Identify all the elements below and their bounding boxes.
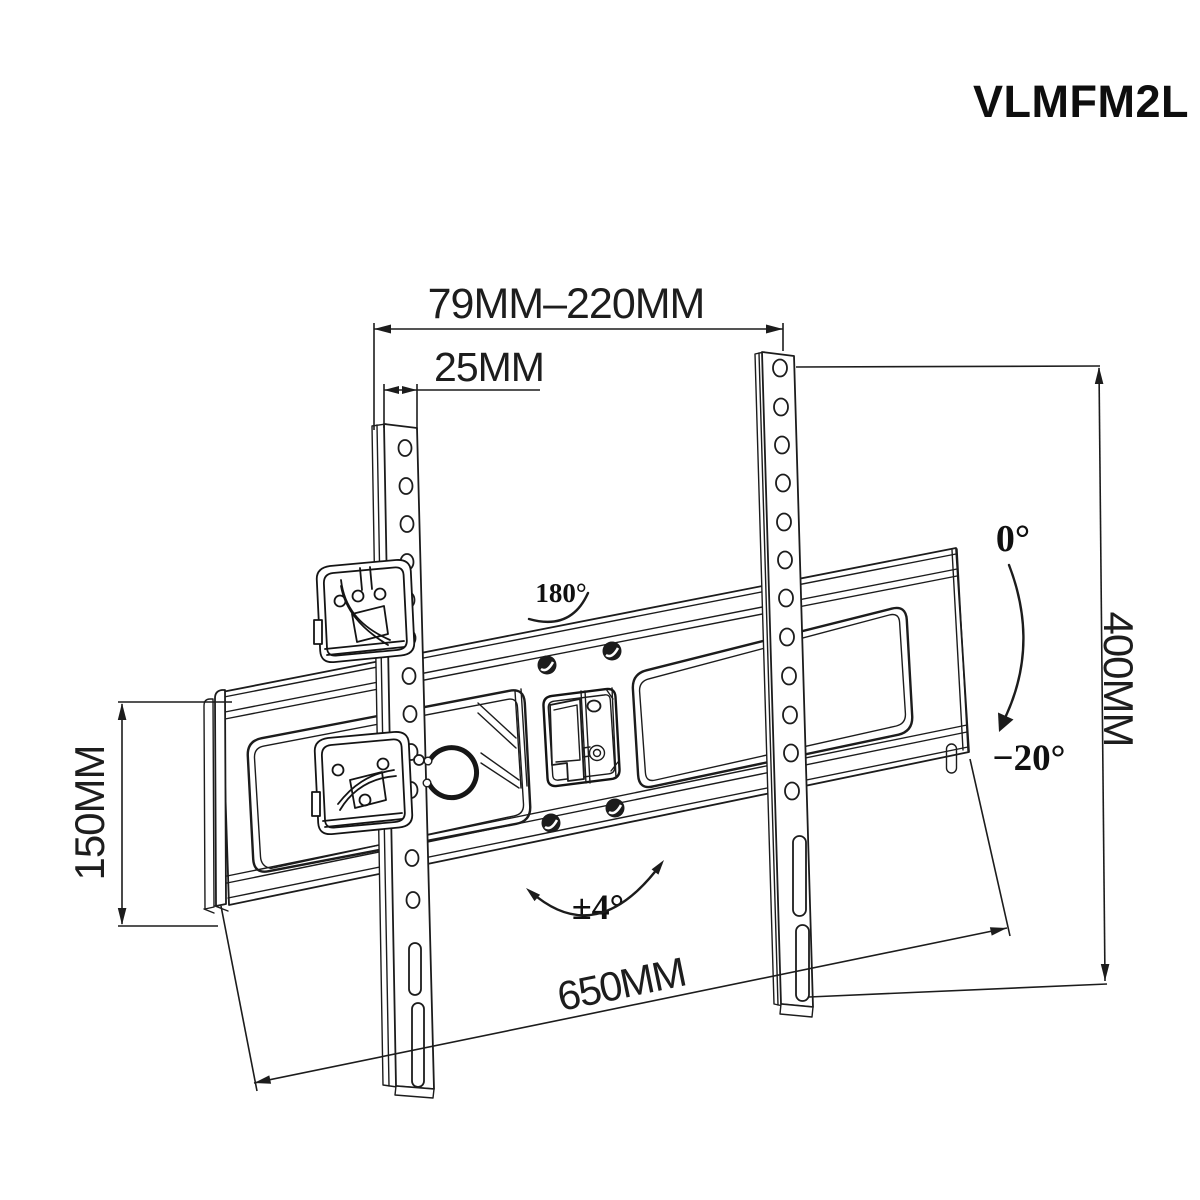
plate-screws (537, 641, 625, 833)
cable-ring-pin (413, 754, 425, 766)
plate-screw (602, 641, 622, 661)
pivot-bracket-upper (313, 559, 416, 664)
left-rail-holes (397, 439, 421, 909)
right-rail-side-edge (758, 352, 779, 1006)
tilt-arc (1000, 563, 1025, 726)
left-rail-slots (408, 942, 425, 1088)
arm-linkage-lines (477, 688, 528, 789)
tilt-lock-mechanism (542, 687, 621, 788)
right-rail-slots (792, 835, 810, 1002)
tilt-lock-divider (580, 690, 591, 784)
level-arc (529, 862, 663, 917)
pivot-bracket-lower (311, 731, 414, 836)
left-rail-bottom-cap (394, 1085, 435, 1099)
plate-right-end-cap (951, 549, 964, 751)
level-arc-arrow-left (526, 888, 541, 902)
plate-right-end-cap-edge (956, 548, 969, 752)
plate-bottom-bend-line (226, 731, 968, 884)
plate-screw (537, 655, 557, 675)
plate-screw (541, 813, 561, 833)
tilt-lock-bolt (588, 744, 606, 762)
cable-management-ring (413, 745, 480, 801)
tilt-lock-bolt-shaft (582, 746, 591, 758)
plate-screw (605, 798, 625, 818)
angle-level-adjust: ±4° (526, 860, 664, 927)
pivot-bracket-lower-tab (311, 791, 321, 817)
model-number-title: VLMFM2L (973, 76, 1189, 127)
angle-tilt: 0° −20° (993, 518, 1066, 779)
plate-left-end-cap-front (214, 689, 227, 907)
pivot-bracket-upper-tab (313, 619, 323, 645)
tilt-arc-arrow (998, 712, 1014, 732)
dim-rail-width: 25MM (383, 344, 545, 430)
dim-label-rail-width: 25MM (434, 344, 544, 390)
plate-left-end-cap-foot (203, 908, 215, 914)
dim-extension-depth: 79MM–220MM (373, 280, 784, 430)
angle-swivel: 180° (527, 578, 590, 624)
plate-window-right (631, 606, 914, 789)
dim-label-vesa-height: 400MM (1095, 611, 1142, 746)
angle-label-tilt-down: −20° (993, 738, 1066, 779)
dim-label-plate-height: 150MM (66, 745, 113, 880)
level-arc-arrow-right (651, 860, 664, 875)
plate-bottom-flange-line (227, 746, 969, 899)
tilt-lock-bolt-center (592, 748, 602, 758)
tilt-lock-roller (586, 699, 602, 713)
dim-plate-height: 150MM (66, 701, 232, 927)
plate-top-bend-line-2 (224, 575, 958, 720)
tilt-lock-panel-notches (605, 687, 619, 779)
angle-label-tilt-up: 0° (996, 518, 1030, 560)
dim-label-extension-depth: 79MM–220MM (428, 280, 705, 328)
dim-vesa-height: 400MM (795, 365, 1142, 998)
plate-left-end-cap-back (203, 698, 215, 910)
dim-label-plate-length: 650MM (553, 949, 689, 1020)
plate-top-bend-line (224, 568, 958, 713)
right-vesa-rail (754, 351, 814, 1018)
tilt-lock-door-inner (553, 704, 581, 763)
right-rail-holes (772, 358, 800, 801)
plate-right-slot (945, 743, 958, 774)
angle-label-swivel: 180° (535, 578, 586, 608)
plate-top-flange-line (223, 553, 957, 698)
swivel-arc (527, 591, 590, 624)
right-rail-bottom-cap (779, 1003, 814, 1018)
